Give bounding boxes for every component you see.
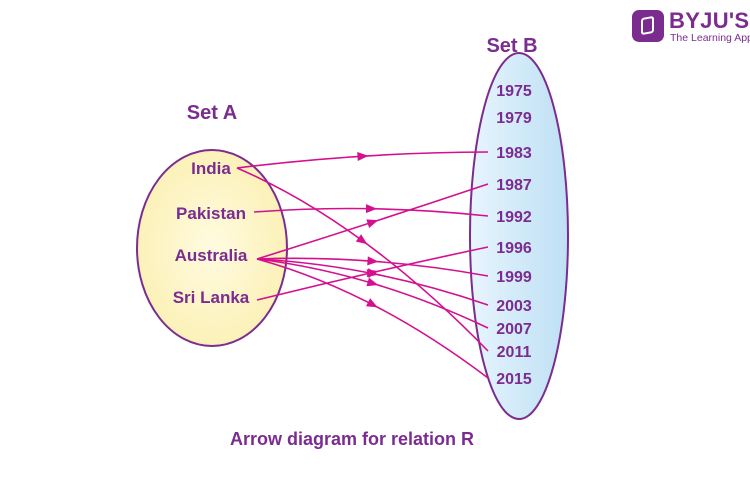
arrowhead-icon [365, 204, 377, 214]
set-b-element: 2015 [496, 371, 532, 388]
set-a-element: Australia [175, 246, 248, 265]
arrowhead-icon [367, 256, 379, 266]
set-b-elements: 1975 1979 1983 1987 1992 1996 1999 2003 … [496, 83, 532, 388]
set-b-element: 2003 [496, 298, 532, 315]
set-b-element: 1979 [496, 110, 532, 127]
brand-tagline: The Learning App [670, 32, 750, 44]
set-b-element: 1975 [496, 83, 532, 100]
arrowhead-icon [365, 298, 378, 308]
arrowhead-icon [357, 152, 369, 162]
relation-arrow [256, 258, 489, 379]
set-a-element: Pakistan [176, 204, 246, 223]
set-a-title: Set A [187, 102, 237, 124]
arrowhead-icon [366, 219, 379, 228]
set-b-ellipse [469, 52, 569, 420]
arrowhead-icon [366, 269, 379, 278]
arrowhead-icon [366, 277, 379, 287]
set-b-element: 2011 [497, 344, 532, 361]
set-a-element: Sri Lanka [173, 288, 250, 307]
set-a-ellipse [136, 149, 288, 347]
set-b-element: 1983 [496, 145, 532, 162]
set-b-element: 1992 [496, 209, 532, 226]
brand-name: BYJU'S [669, 8, 750, 33]
byjus-logo-icon [632, 10, 664, 42]
set-b-element: 2007 [496, 321, 532, 338]
set-b-element: 1996 [496, 240, 532, 257]
set-a-element: India [191, 159, 231, 178]
set-b-element: 1999 [496, 269, 532, 286]
set-b-element: 1987 [496, 177, 532, 194]
arrowhead-icon [355, 234, 368, 245]
relation-arrows [236, 151, 489, 379]
set-b-title: Set B [486, 35, 537, 57]
diagram-caption: Arrow diagram for relation R [230, 429, 474, 449]
set-a-elements: India Pakistan Australia Sri Lanka [173, 159, 250, 307]
